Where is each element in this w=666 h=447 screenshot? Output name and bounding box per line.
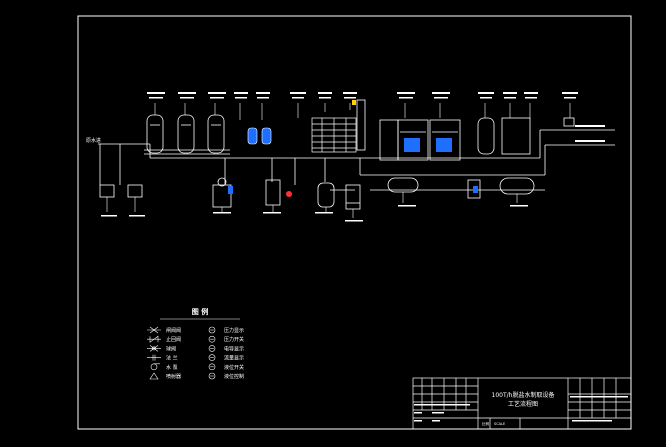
degasser-column	[352, 99, 575, 151]
legend-label: 法 兰	[166, 355, 178, 362]
level-switch-icon	[208, 363, 216, 371]
conductivity-icon	[208, 345, 216, 352]
bed-internals	[404, 138, 452, 152]
legend-title: 图 例	[192, 307, 208, 316]
legend-row: 法 兰	[147, 354, 178, 362]
legend-label: 电导显示	[224, 345, 244, 352]
legend-row: 水 泵	[150, 363, 178, 371]
flow-meter-icon	[208, 354, 216, 361]
pressure-switch-icon	[208, 335, 216, 343]
security-filters	[247, 127, 272, 145]
gate-valve-icon	[147, 326, 161, 334]
equipment-label-marks	[101, 92, 605, 222]
legend-label: 喷射器	[166, 373, 181, 380]
ball-valve-icon	[147, 345, 161, 352]
check-valve-icon	[147, 335, 161, 343]
ion-exchange-beds	[379, 117, 531, 161]
lower-blue-elements	[228, 186, 478, 197]
legend-label: 球阀	[166, 345, 176, 352]
ro-membrane-rack	[311, 117, 357, 153]
equipment-leaders	[154, 103, 571, 120]
water-pump-icon	[150, 363, 160, 371]
legend-label: 止回阀	[166, 336, 181, 343]
lower-equipment	[99, 177, 535, 210]
legend-row: 止回阀	[147, 335, 181, 343]
pressure-gauge-icon	[208, 326, 216, 334]
flange-icon	[147, 354, 161, 361]
legend-row: 液位开关	[208, 363, 244, 371]
main-pipeline	[98, 129, 615, 191]
legend-label: 液位控制	[224, 373, 244, 380]
legend-label: 压力显示	[224, 327, 244, 334]
scale-value: SCALE	[494, 422, 505, 426]
drawing-title-line2: 工艺流程图	[508, 400, 538, 408]
title-block	[412, 377, 632, 430]
legend-row: 喷射器	[149, 372, 181, 380]
media-filters	[144, 114, 230, 155]
legend-row: 压力显示	[208, 326, 244, 334]
legend-label: 压力开关	[224, 336, 244, 343]
level-control-icon	[208, 372, 216, 380]
legend-row: 电导显示	[208, 345, 244, 352]
legend-row: 闸阀阀	[147, 326, 181, 334]
legend-label: 闸阀阀	[166, 327, 181, 334]
legend-label: 流量显示	[224, 355, 244, 362]
legend-label: 水 泵	[166, 364, 178, 371]
legend-row: 压力开关	[208, 335, 244, 343]
legend-label: 液位开关	[224, 364, 244, 371]
inlet-label: 原水进	[86, 137, 101, 144]
drawing-title-line1: 100T/h脱盐水制取设备	[492, 391, 555, 399]
drawing-border	[77, 15, 632, 430]
legend-row: 流量显示	[208, 354, 244, 362]
lower-leaders	[106, 192, 518, 218]
ejector-icon	[149, 372, 159, 380]
title-block-small-text	[414, 396, 628, 422]
legend-row: 液位控制	[208, 372, 244, 380]
scale-label: 比例	[482, 421, 490, 426]
legend-row: 球阀	[147, 345, 176, 352]
